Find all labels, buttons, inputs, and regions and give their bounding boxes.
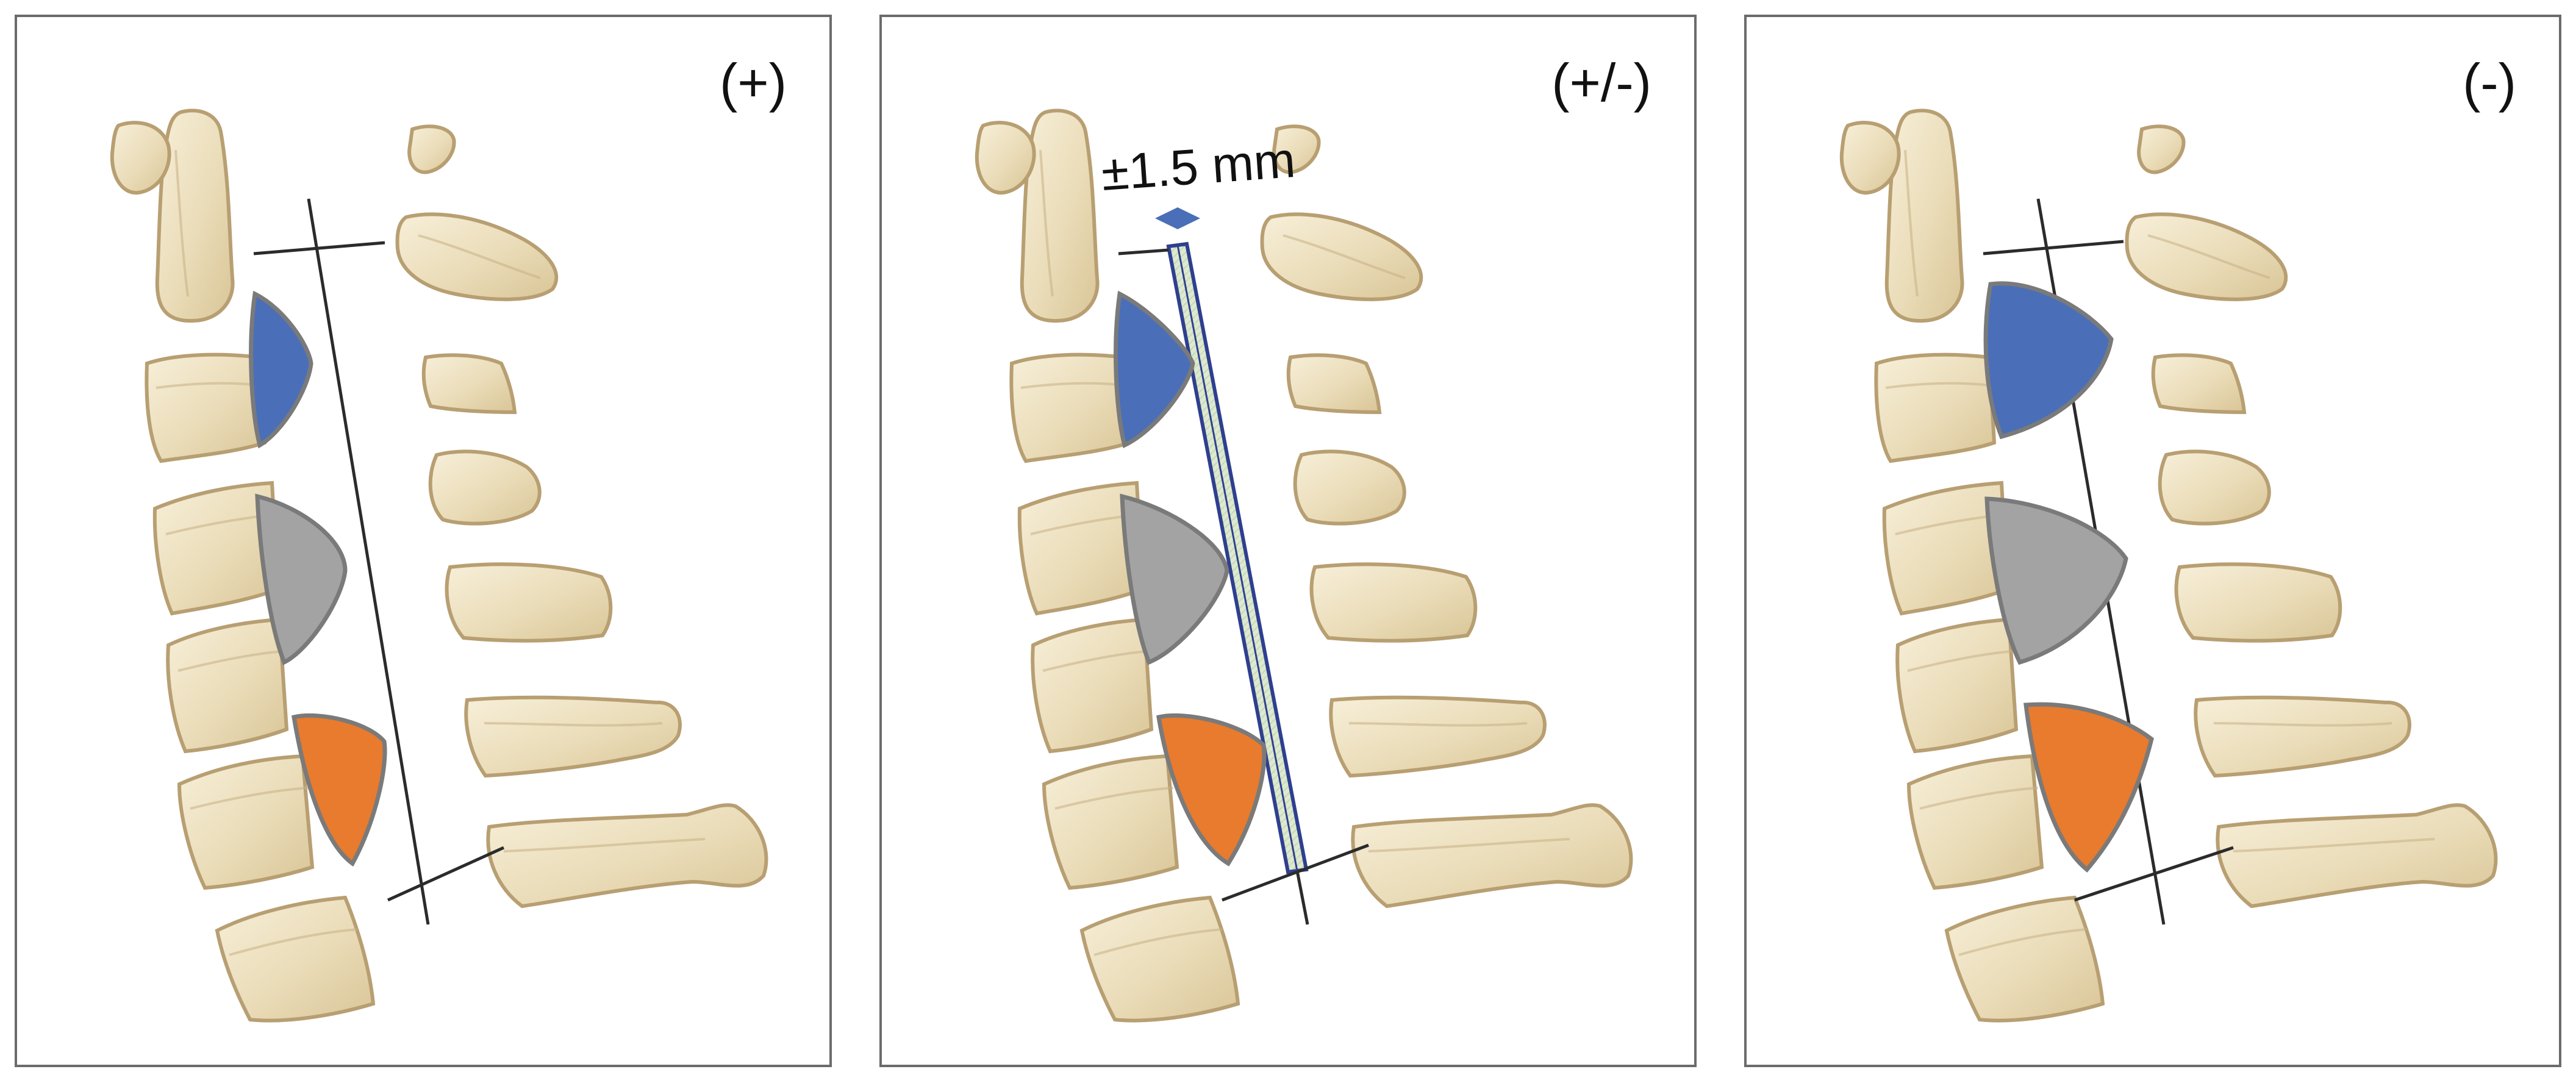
upper-reference-line [253, 241, 385, 256]
upper-reference-line [1118, 248, 1169, 256]
panel-negative: (-) [1744, 15, 2561, 1067]
disc-lower [2023, 702, 2154, 873]
disc-middle [1120, 493, 1229, 665]
panel-label: (-) [2463, 52, 2516, 113]
k-line [307, 198, 430, 925]
disc-middle [1984, 496, 2128, 665]
panel-label: (+/-) [1551, 52, 1651, 113]
panel-frame [1744, 15, 2561, 1067]
measurement-label: ±1.5 mm [1100, 132, 1297, 201]
disc-upper [1983, 281, 2114, 440]
lower-reference-line [1222, 843, 1369, 902]
panel-positive: (+) [15, 15, 832, 1067]
disc-lower [292, 713, 387, 867]
disc-middle [255, 493, 348, 665]
upper-reference-line [1983, 240, 2124, 256]
measurement-marker [1155, 207, 1200, 229]
lower-reference-line [2074, 846, 2234, 902]
panel-borderline: ±1.5 mm (+/-) [879, 15, 1697, 1067]
panel-label: (+) [720, 52, 787, 113]
disc-lower [1156, 713, 1267, 867]
k-line-extension [1295, 870, 1309, 925]
band-centerline [1176, 245, 1298, 871]
panel-frame [879, 15, 1697, 1067]
lower-reference-line [387, 846, 505, 902]
disc-upper [1114, 290, 1195, 448]
disc-upper [249, 290, 313, 449]
